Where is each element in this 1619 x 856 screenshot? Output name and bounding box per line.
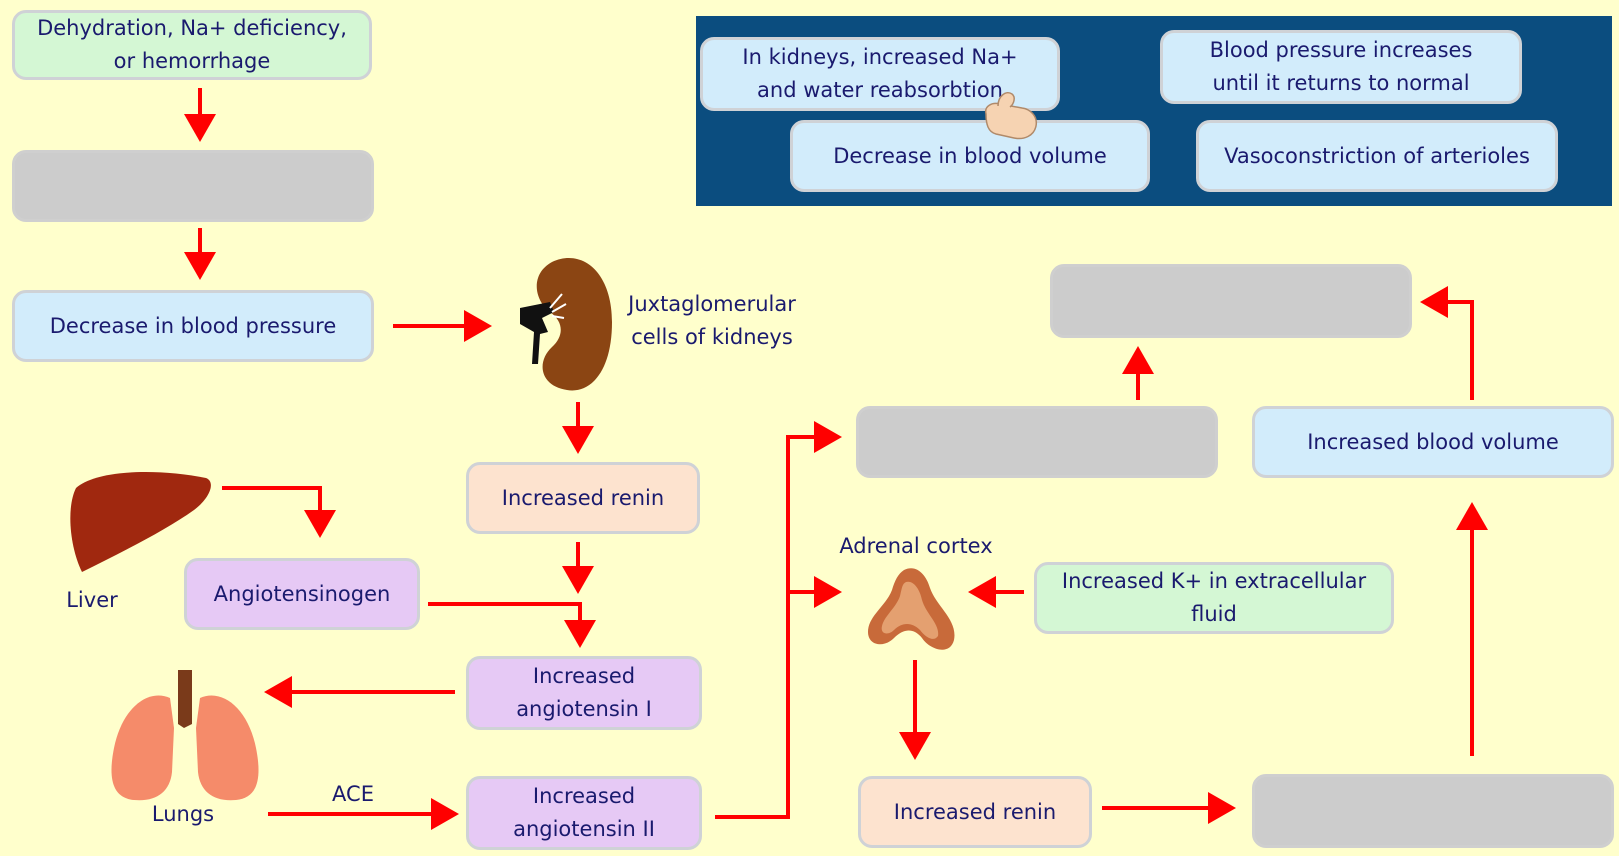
box-decrease-bp: Decrease in blood pressure bbox=[12, 290, 374, 362]
box-text: Increased renin bbox=[501, 485, 665, 510]
arrow-angiotensinogen-to-ang1 bbox=[428, 602, 596, 648]
lungs-icon bbox=[111, 670, 259, 801]
arrow-ang2-to-blank-upper bbox=[715, 421, 842, 819]
box-angiotensin-2: Increased angiotensin II bbox=[466, 776, 702, 850]
label-text: ACE bbox=[332, 782, 374, 806]
liver-icon bbox=[70, 472, 211, 572]
drop-target-3[interactable] bbox=[1050, 264, 1412, 338]
card-text: Vasoconstriction of arterioles bbox=[1224, 143, 1530, 168]
label-liver: Liver bbox=[52, 584, 132, 617]
box-text: Angiotensinogen bbox=[213, 581, 391, 606]
kidney-icon bbox=[520, 258, 612, 391]
label-text: Adrenal cortex bbox=[839, 534, 993, 558]
box-increased-renin-1: Increased renin bbox=[466, 462, 700, 534]
box-text: Increased blood volume bbox=[1307, 429, 1559, 454]
box-increased-blood-volume: Increased blood volume bbox=[1252, 406, 1614, 478]
box-angiotensin-1: Increased angiotensin I bbox=[466, 656, 702, 730]
adrenal-gland-icon bbox=[868, 568, 955, 650]
label-line1: Juxtaglomerular bbox=[628, 292, 796, 316]
drop-target-1[interactable] bbox=[12, 150, 374, 222]
box-text-line1: Increased K+ in extracellular bbox=[1061, 569, 1367, 594]
label-text: Lungs bbox=[151, 802, 215, 826]
box-text: Increased renin bbox=[893, 799, 1057, 824]
label-lungs: Lungs bbox=[138, 798, 228, 831]
box-text-line2: angiotensin II bbox=[513, 817, 655, 841]
box-increased-k: Increased K+ in extracellular fluid bbox=[1034, 562, 1394, 634]
arrow-volume-to-blank-top bbox=[1420, 286, 1474, 400]
arrow-liver-to-angiotensinogen bbox=[222, 486, 336, 538]
card-text: Decrease in blood volume bbox=[833, 143, 1107, 168]
box-text-line1: Dehydration, Na+ deficiency, bbox=[37, 16, 347, 41]
box-text: Decrease in blood pressure bbox=[49, 313, 337, 338]
card-decrease-blood-volume[interactable]: Decrease in blood volume bbox=[790, 120, 1150, 192]
label-line2: cells of kidneys bbox=[631, 324, 793, 349]
box-text-line1: Increased bbox=[532, 664, 636, 689]
box-angiotensinogen: Angiotensinogen bbox=[184, 558, 420, 630]
card-text-line2: and water reabsorbtion bbox=[757, 78, 1003, 102]
card-text-line2: until it returns to normal bbox=[1212, 71, 1470, 95]
drop-target-4[interactable] bbox=[1252, 774, 1614, 848]
label-text: Liver bbox=[66, 588, 118, 612]
card-bp-increases[interactable]: Blood pressure increases until it returns… bbox=[1160, 30, 1522, 104]
box-text-line2: angiotensin I bbox=[516, 697, 652, 721]
label-adrenal-cortex: Adrenal cortex bbox=[826, 530, 1006, 563]
card-text-line1: In kidneys, increased Na+ bbox=[742, 45, 1018, 70]
box-text-line1: Increased bbox=[532, 784, 636, 809]
label-ace: ACE bbox=[318, 778, 388, 811]
box-increased-renin-2: Increased renin bbox=[858, 776, 1092, 848]
hand-cursor-icon bbox=[984, 92, 1038, 140]
card-vasoconstriction[interactable]: Vasoconstriction of arterioles bbox=[1196, 120, 1558, 192]
drop-target-2[interactable] bbox=[856, 406, 1218, 478]
card-kidney-reabsorption[interactable]: In kidneys, increased Na+ and water reabs… bbox=[700, 37, 1060, 111]
label-juxtaglomerular: Juxtaglomerular cells of kidneys bbox=[612, 288, 812, 353]
box-text-line2: or hemorrhage bbox=[113, 49, 271, 73]
box-dehydration: Dehydration, Na+ deficiency, or hemorrhag… bbox=[12, 10, 372, 80]
card-text-line1: Blood pressure increases bbox=[1209, 38, 1473, 63]
box-text-line2: fluid bbox=[1191, 602, 1237, 626]
